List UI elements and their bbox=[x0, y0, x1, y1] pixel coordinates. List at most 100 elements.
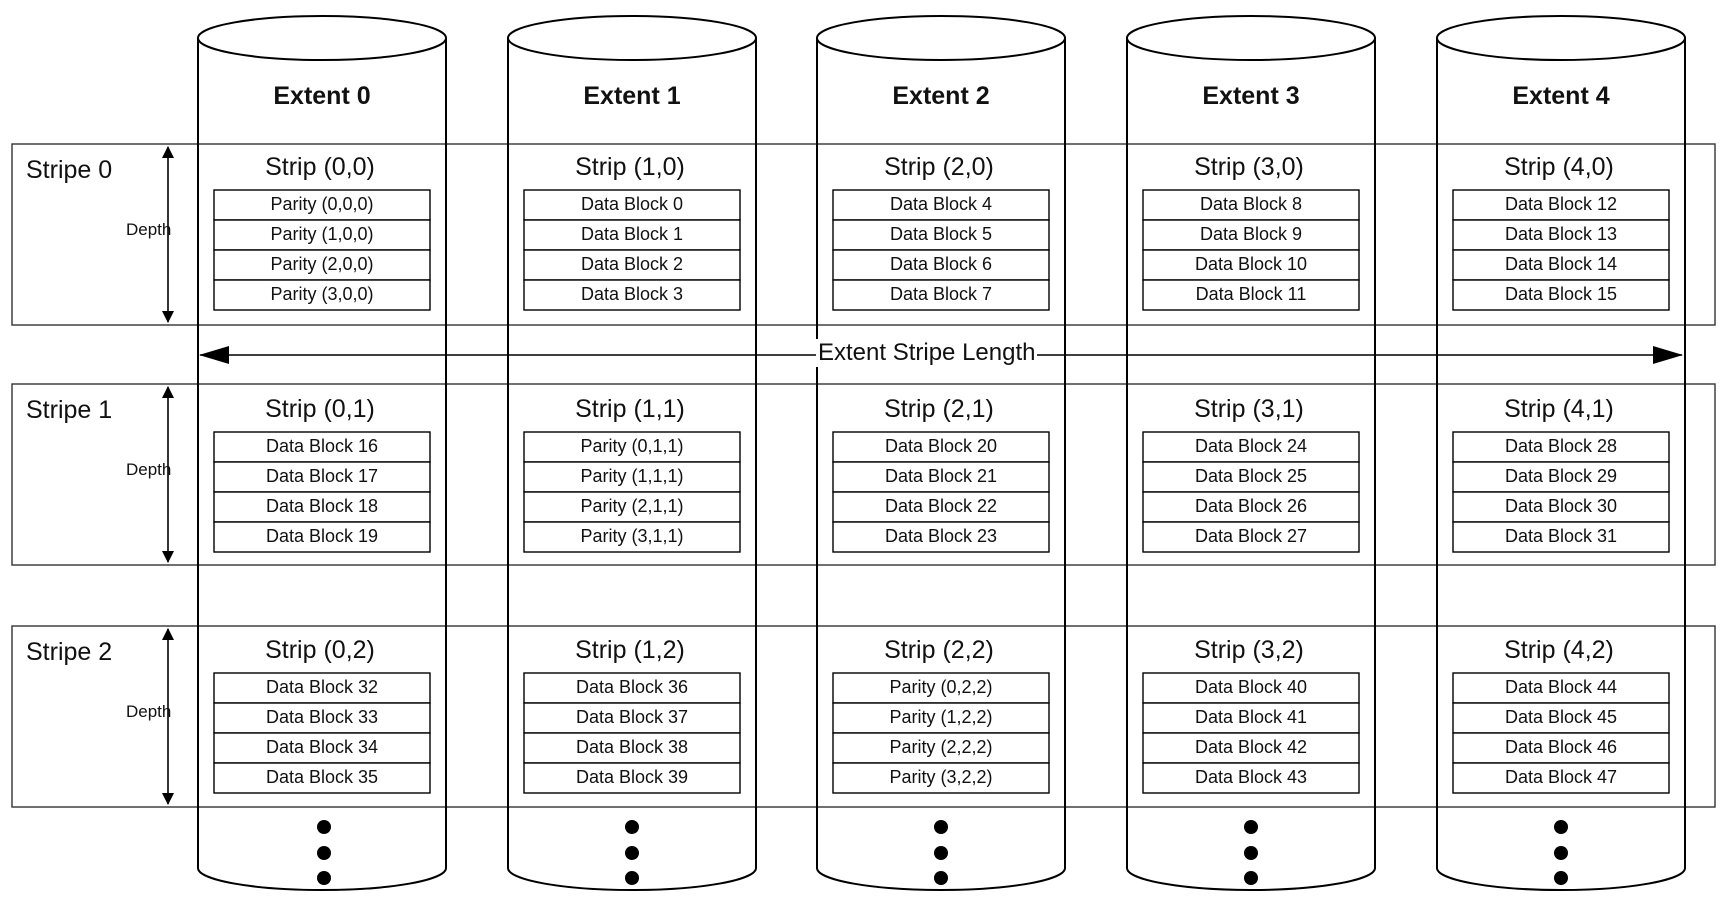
stripe-label-1: Stripe 1 bbox=[26, 396, 113, 424]
block-box bbox=[213, 189, 431, 221]
block-label: Data Block 19 bbox=[265, 526, 379, 546]
block-label: Data Block 18 bbox=[265, 496, 379, 516]
block-label: Data Block 15 bbox=[1504, 284, 1618, 304]
block-box bbox=[1452, 521, 1670, 553]
extent-cylinder-top-2 bbox=[816, 15, 1066, 61]
block-box bbox=[523, 431, 741, 463]
block-label: Parity (0,0,0) bbox=[270, 194, 374, 214]
extent-cylinder-1 bbox=[507, 38, 757, 891]
vertical-ellipsis-icon bbox=[1244, 871, 1258, 885]
depth-label-0: Depth bbox=[126, 220, 172, 239]
block-label: Data Block 2 bbox=[580, 254, 684, 274]
block-label: Parity (3,1,1) bbox=[580, 526, 684, 546]
block-box bbox=[523, 279, 741, 311]
stripe-band-1 bbox=[11, 383, 1716, 566]
extent-title-0: Extent 0 bbox=[273, 82, 371, 110]
block-box bbox=[1142, 461, 1360, 493]
block-label: Data Block 43 bbox=[1194, 767, 1308, 787]
block-box bbox=[832, 249, 1050, 281]
block-label: Data Block 1 bbox=[580, 224, 684, 244]
block-box bbox=[832, 461, 1050, 493]
block-box bbox=[832, 762, 1050, 794]
block-label: Data Block 5 bbox=[889, 224, 993, 244]
strip-title-4-2: Strip (4,2) bbox=[1504, 636, 1614, 664]
block-box bbox=[832, 521, 1050, 553]
vertical-ellipsis-icon bbox=[1244, 820, 1258, 834]
block-box bbox=[213, 491, 431, 523]
block-box bbox=[1142, 672, 1360, 704]
block-label: Data Block 8 bbox=[1199, 194, 1303, 214]
extent-cylinder-2 bbox=[816, 38, 1066, 891]
block-label: Data Block 14 bbox=[1504, 254, 1618, 274]
strip-title-3-1: Strip (3,1) bbox=[1194, 395, 1304, 423]
block-label: Data Block 35 bbox=[265, 767, 379, 787]
block-label: Data Block 29 bbox=[1504, 466, 1618, 486]
block-label: Data Block 24 bbox=[1194, 436, 1308, 456]
block-label: Data Block 42 bbox=[1194, 737, 1308, 757]
block-label: Data Block 17 bbox=[265, 466, 379, 486]
block-label: Parity (3,2,2) bbox=[889, 767, 993, 787]
strip-title-3-2: Strip (3,2) bbox=[1194, 636, 1304, 664]
block-label: Data Block 6 bbox=[889, 254, 993, 274]
block-box bbox=[832, 491, 1050, 523]
block-label: Data Block 20 bbox=[884, 436, 998, 456]
block-label: Data Block 27 bbox=[1194, 526, 1308, 546]
block-label: Data Block 7 bbox=[889, 284, 993, 304]
vertical-ellipsis-icon bbox=[625, 820, 639, 834]
depth-label-2: Depth bbox=[126, 702, 172, 721]
vertical-ellipsis-icon bbox=[934, 846, 948, 860]
block-box bbox=[1142, 219, 1360, 251]
stripe-band-2 bbox=[11, 625, 1716, 808]
strip-title-1-0: Strip (1,0) bbox=[575, 153, 685, 181]
vertical-ellipsis-icon bbox=[934, 820, 948, 834]
block-box bbox=[213, 672, 431, 704]
block-box bbox=[213, 249, 431, 281]
block-label: Data Block 0 bbox=[580, 194, 684, 214]
block-box bbox=[523, 762, 741, 794]
block-box bbox=[1142, 732, 1360, 764]
block-label: Data Block 38 bbox=[575, 737, 689, 757]
depth-label-1: Depth bbox=[126, 460, 172, 479]
block-label: Parity (1,0,0) bbox=[270, 224, 374, 244]
block-box bbox=[523, 219, 741, 251]
extent-title-3: Extent 3 bbox=[1202, 82, 1300, 110]
block-box bbox=[523, 491, 741, 523]
block-box bbox=[523, 189, 741, 221]
block-label: Data Block 40 bbox=[1194, 677, 1308, 697]
strip-title-4-0: Strip (4,0) bbox=[1504, 153, 1614, 181]
vertical-ellipsis-icon bbox=[317, 820, 331, 834]
strip-title-0-0: Strip (0,0) bbox=[265, 153, 375, 181]
block-box bbox=[832, 431, 1050, 463]
block-box bbox=[213, 219, 431, 251]
block-box bbox=[1452, 279, 1670, 311]
block-box bbox=[1452, 762, 1670, 794]
block-label: Data Block 4 bbox=[889, 194, 993, 214]
block-box bbox=[213, 762, 431, 794]
vertical-ellipsis-icon bbox=[1554, 871, 1568, 885]
strip-title-2-2: Strip (2,2) bbox=[884, 636, 994, 664]
block-box bbox=[1452, 249, 1670, 281]
block-label: Parity (3,0,0) bbox=[270, 284, 374, 304]
block-box bbox=[1142, 189, 1360, 221]
extent-cylinder-3 bbox=[1126, 38, 1376, 891]
block-box bbox=[523, 249, 741, 281]
block-box bbox=[832, 279, 1050, 311]
block-label: Data Block 44 bbox=[1504, 677, 1618, 697]
block-label: Data Block 31 bbox=[1504, 526, 1618, 546]
block-box bbox=[213, 521, 431, 553]
block-label: Parity (2,0,0) bbox=[270, 254, 374, 274]
block-label: Parity (0,1,1) bbox=[580, 436, 684, 456]
stripe-band-0 bbox=[11, 143, 1716, 326]
stripe-label-0: Stripe 0 bbox=[26, 156, 113, 184]
extent-cylinder-0 bbox=[197, 38, 447, 891]
block-label: Data Block 23 bbox=[884, 526, 998, 546]
block-label: Data Block 47 bbox=[1504, 767, 1618, 787]
block-label: Parity (1,2,2) bbox=[889, 707, 993, 727]
block-label: Data Block 25 bbox=[1194, 466, 1308, 486]
block-box bbox=[1452, 702, 1670, 734]
block-box bbox=[1142, 762, 1360, 794]
strip-title-2-0: Strip (2,0) bbox=[884, 153, 994, 181]
block-label: Data Block 26 bbox=[1194, 496, 1308, 516]
